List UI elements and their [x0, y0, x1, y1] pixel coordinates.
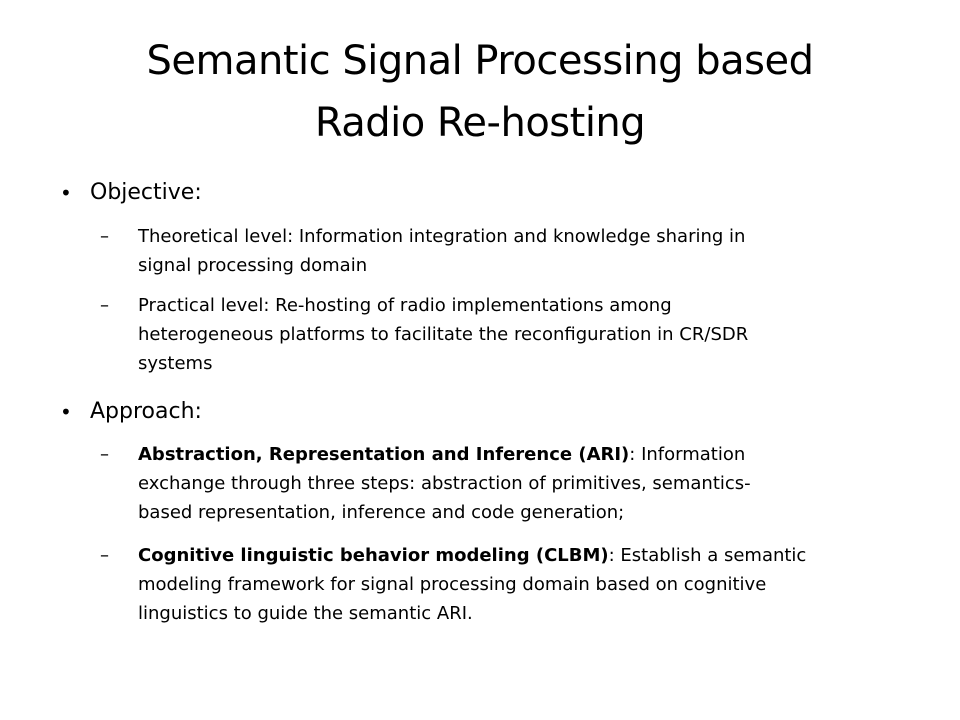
approach-item-2-line-3: linguistics to guide the semantic ARI. — [138, 603, 473, 624]
bullet-icon: • — [60, 400, 72, 424]
bullet-approach: • Approach: — [60, 397, 202, 427]
approach-item-1-rest: : Information — [629, 444, 746, 465]
approach-item-2-line-2: modeling framework for signal processing… — [138, 574, 767, 595]
objective-item-2-line-1: Practical level: Re-hosting of radio imp… — [138, 295, 672, 316]
objective-item-theoretical: – Theoretical level: Information integra… — [100, 222, 898, 280]
approach-item-1-term: Abstraction, Representation and Inferenc… — [138, 444, 630, 465]
approach-item-2-rest: : Establish a semantic — [608, 545, 807, 566]
slide-title: Semantic Signal Processing based Radio R… — [60, 30, 900, 154]
bullet-objective: • Objective: — [60, 178, 202, 208]
dash-icon: – — [100, 444, 109, 465]
dash-icon: – — [100, 295, 109, 316]
approach-item-1-line-3: based representation, inference and code… — [138, 502, 625, 523]
approach-item-2-line-1: Cognitive linguistic behavior modeling (… — [138, 541, 898, 570]
approach-label: Approach: — [90, 399, 202, 424]
objective-label: Objective: — [90, 180, 202, 205]
approach-item-clbm: – Cognitive linguistic behavior modeling… — [100, 541, 898, 628]
title-line-2: Radio Re-hosting — [314, 100, 646, 146]
approach-item-1-line-1: Abstraction, Representation and Inferenc… — [138, 440, 898, 469]
approach-item-2-term: Cognitive linguistic behavior modeling (… — [138, 545, 609, 566]
objective-item-1-line-2: signal processing domain — [138, 255, 368, 276]
dash-icon: – — [100, 226, 109, 247]
objective-item-2-line-2: heterogeneous platforms to facilitate th… — [138, 324, 749, 345]
title-line-1: Semantic Signal Processing based — [146, 38, 814, 84]
objective-item-1-line-1: Theoretical level: Information integrati… — [138, 226, 746, 247]
objective-item-practical: – Practical level: Re-hosting of radio i… — [100, 291, 898, 378]
bullet-icon: • — [60, 181, 72, 205]
approach-item-ari: – Abstraction, Representation and Infere… — [100, 440, 898, 527]
dash-icon: – — [100, 545, 109, 566]
approach-item-1-line-2: exchange through three steps: abstractio… — [138, 473, 751, 494]
objective-item-2-line-3: systems — [138, 353, 213, 374]
